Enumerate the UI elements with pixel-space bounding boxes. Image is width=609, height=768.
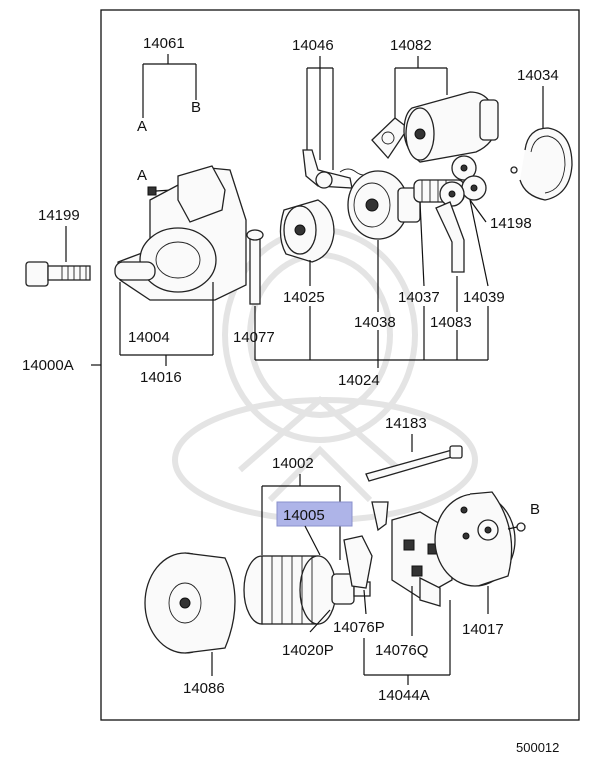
label-14039[interactable]: 14039 (463, 289, 505, 306)
part-14004-housing[interactable] (114, 165, 247, 301)
label-14198[interactable]: 14198 (490, 215, 532, 232)
label-14061[interactable]: 14061 (143, 35, 185, 52)
part-armature[interactable] (243, 555, 371, 625)
label-14077[interactable]: 14077 (233, 329, 275, 346)
label-b-bottom: B (530, 501, 540, 518)
label-14183[interactable]: 14183 (385, 415, 427, 432)
label-14199[interactable]: 14199 (38, 207, 80, 224)
label-14017[interactable]: 14017 (462, 621, 504, 638)
part-14082-solenoid[interactable] (371, 91, 499, 163)
label-14038[interactable]: 14038 (354, 314, 396, 331)
part-14083-plate[interactable] (435, 201, 465, 273)
part-14025-pinion[interactable] (279, 199, 335, 263)
label-14076p[interactable]: 14076P (333, 619, 385, 636)
part-14199-bolt[interactable] (25, 261, 91, 287)
label-14020p[interactable]: 14020P (282, 642, 334, 659)
part-14034-ring[interactable] (519, 127, 573, 201)
label-14005[interactable]: 14005 (283, 507, 325, 524)
label-b-top: B (191, 99, 201, 116)
label-a-bolt: A (137, 167, 147, 184)
label-14082[interactable]: 14082 (390, 37, 432, 54)
part-14183-through-bolt[interactable] (365, 445, 463, 482)
label-a-top: A (137, 118, 147, 135)
label-14004[interactable]: 14004 (128, 329, 170, 346)
highlight-14005[interactable] (276, 501, 353, 527)
label-14037[interactable]: 14037 (398, 289, 440, 306)
label-14034[interactable]: 14034 (517, 67, 559, 84)
part-14017-end-cover[interactable] (434, 491, 516, 587)
diagram-code: 500012 (516, 740, 559, 755)
label-14046[interactable]: 14046 (292, 37, 334, 54)
label-14000a[interactable]: 14000A (22, 357, 74, 374)
part-14038-clutch[interactable] (347, 170, 421, 240)
label-14025[interactable]: 14025 (283, 289, 325, 306)
label-14044a[interactable]: 14044A (378, 687, 430, 704)
part-14076p-brush[interactable] (343, 501, 389, 589)
label-14002[interactable]: 14002 (272, 455, 314, 472)
label-14083[interactable]: 14083 (430, 314, 472, 331)
part-14086-yoke[interactable] (144, 552, 236, 654)
label-14086[interactable]: 14086 (183, 680, 225, 697)
part-14077-pin[interactable] (246, 229, 264, 305)
part-14039-gears[interactable] (439, 155, 487, 207)
label-14016[interactable]: 14016 (140, 369, 182, 386)
part-small-screw-b[interactable] (507, 522, 526, 532)
label-14076q[interactable]: 14076Q (375, 642, 428, 659)
label-14024[interactable]: 14024 (338, 372, 380, 389)
part-14198-ball[interactable] (510, 166, 518, 174)
